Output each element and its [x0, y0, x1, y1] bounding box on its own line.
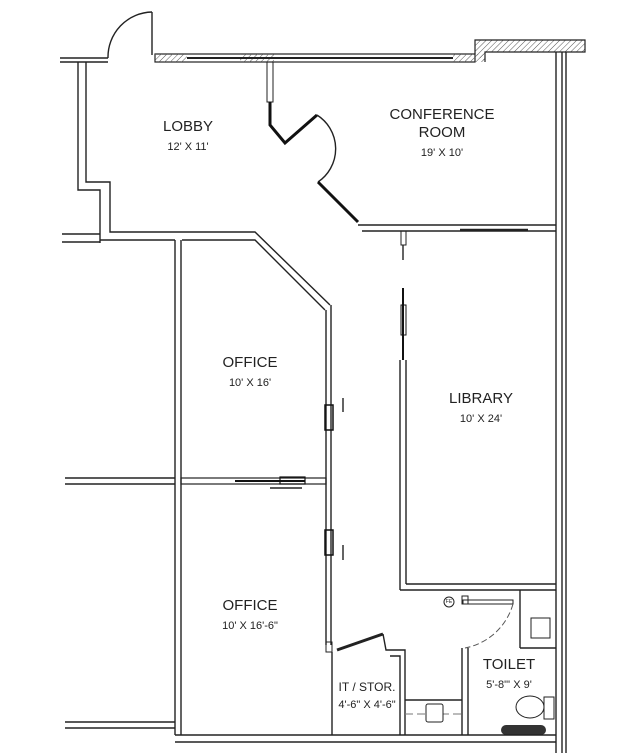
room-name: TOILET	[482, 656, 536, 673]
room-name: LIBRARY	[449, 390, 513, 407]
room-toilet: TOILET 5'-8"' X 9'	[483, 656, 535, 692]
lobby-west-wall	[62, 62, 331, 311]
room-name: OFFICE	[222, 597, 278, 614]
room-office-south: OFFICE 10' X 16'-6"	[222, 597, 278, 633]
room-size: 10' X 16'-6"	[222, 620, 278, 632]
exterior-top-wall	[154, 39, 586, 63]
fire-extinguisher-icon: FE	[445, 599, 453, 605]
office-west-wall	[65, 240, 182, 735]
room-size: 4'-6" X 4'-6"	[338, 699, 396, 711]
room-size: 10' X 24'	[459, 413, 503, 425]
room-it-storage: IT / STOR. 4'-6" X 4'-6"	[338, 678, 395, 712]
room-library: LIBRARY 10' X 24'	[449, 390, 513, 426]
room-name: OFFICE	[222, 354, 278, 371]
room-name: CONFERENCE ROOM	[389, 106, 495, 141]
it-storage-walls	[325, 596, 462, 735]
room-name: IT / STOR.	[338, 680, 396, 694]
toilet-walls	[461, 590, 556, 735]
room-office-north: OFFICE 10' X 16'	[223, 354, 278, 390]
room-lobby: LOBBY 12' X 11'	[163, 118, 213, 154]
entry-door	[60, 11, 153, 63]
office-divider-wall	[180, 476, 327, 489]
room-size: 10' X 16'	[228, 377, 272, 389]
conference-south-wall	[358, 224, 556, 260]
exterior-east-wall	[555, 52, 567, 753]
exterior-south-wall	[175, 734, 556, 743]
office-east-partition	[324, 305, 344, 645]
lobby-conference-partition	[266, 61, 360, 224]
room-size: 19' X 10'	[420, 147, 464, 159]
library-walls	[399, 288, 556, 591]
room-size: 5'-8"' X 9'	[486, 679, 532, 691]
room-name: LOBBY	[162, 118, 214, 135]
room-conference: CONFERENCE ROOM 19' X 10'	[389, 106, 494, 160]
room-size: 12' X 11'	[167, 141, 209, 153]
